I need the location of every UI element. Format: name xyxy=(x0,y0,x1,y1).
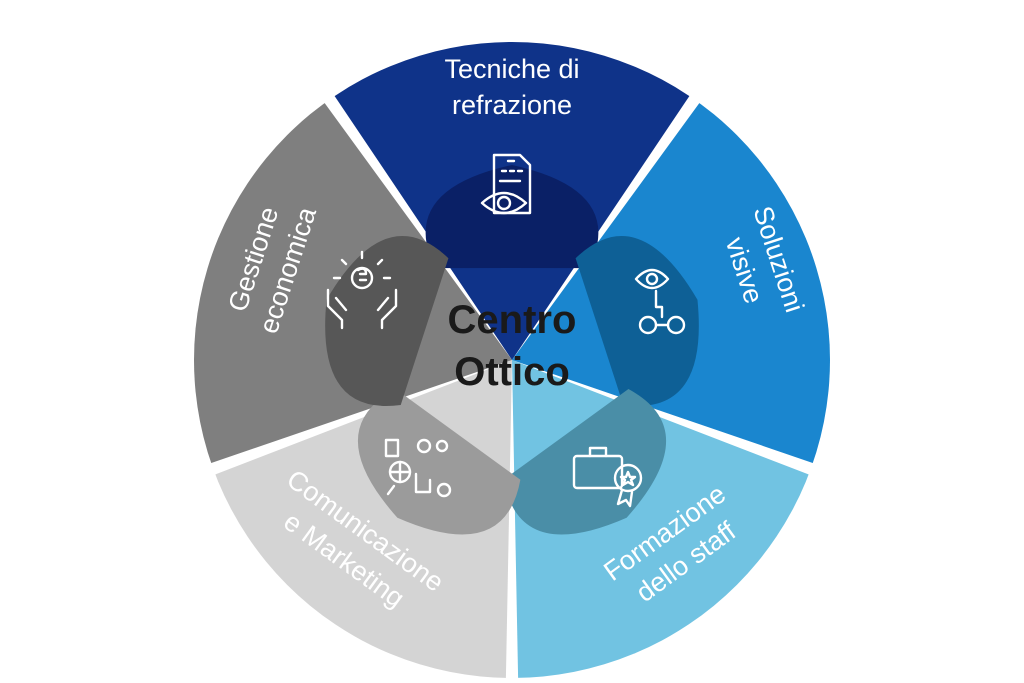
center-title-line2: Ottico xyxy=(454,350,570,394)
inner-petal-gestione xyxy=(325,236,449,406)
center-title-line1: Centro xyxy=(448,298,577,342)
briefcase-award-icon xyxy=(572,446,643,508)
hands-euro-icon xyxy=(326,250,398,330)
inner-petal-comunicazione xyxy=(357,389,521,535)
inner-petal-tecniche xyxy=(425,165,599,269)
inner-petal-formazione xyxy=(503,389,667,535)
label-tecniche-line2: refrazione xyxy=(452,90,572,120)
label-tecniche: Tecniche di refrazione xyxy=(444,54,579,120)
network-people-icon xyxy=(384,438,452,498)
eye-chart-icon xyxy=(480,153,532,215)
eye-glasses-icon xyxy=(634,268,686,335)
label-tecniche-line1: Tecniche di xyxy=(444,54,579,84)
